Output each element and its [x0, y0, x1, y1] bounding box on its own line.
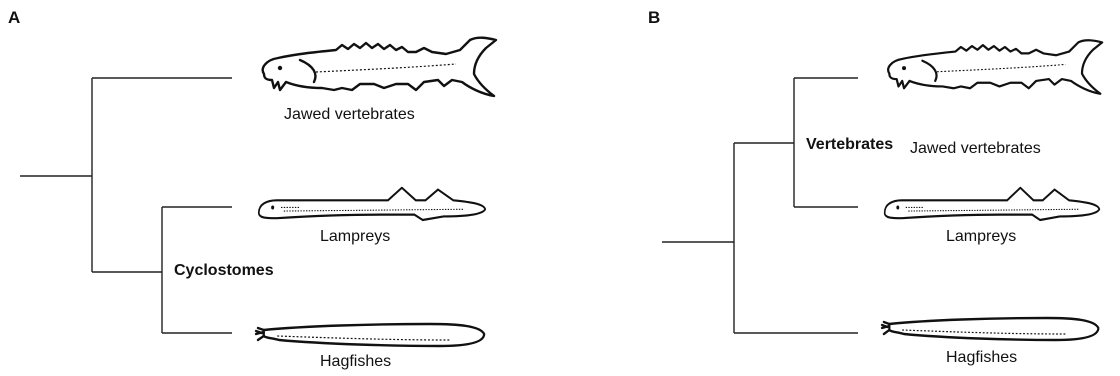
panel-a: A Jawed vertebrates Lampreys Hagfishes C…	[0, 0, 560, 376]
clade-label-cyclostomes: Cyclostomes	[174, 262, 274, 280]
clade-label-vertebrates: Vertebrates	[806, 136, 893, 154]
label-hagfishes: Hagfishes	[946, 349, 1017, 367]
panel-b: B Jawed vertebrates Lampreys Hagfishes V…	[640, 0, 1120, 376]
sturgeon-icon	[882, 38, 1104, 100]
label-lampreys: Lampreys	[946, 228, 1016, 246]
lamprey-icon	[256, 186, 488, 220]
hagfish-icon	[256, 318, 488, 350]
label-jawed-vertebrates: Jawed vertebrates	[910, 140, 1041, 158]
label-lampreys: Lampreys	[320, 228, 390, 246]
hagfish-icon	[882, 312, 1102, 344]
lamprey-icon	[882, 186, 1102, 220]
sturgeon-icon	[256, 38, 498, 100]
label-hagfishes: Hagfishes	[320, 353, 391, 371]
label-jawed-vertebrates: Jawed vertebrates	[284, 106, 415, 124]
